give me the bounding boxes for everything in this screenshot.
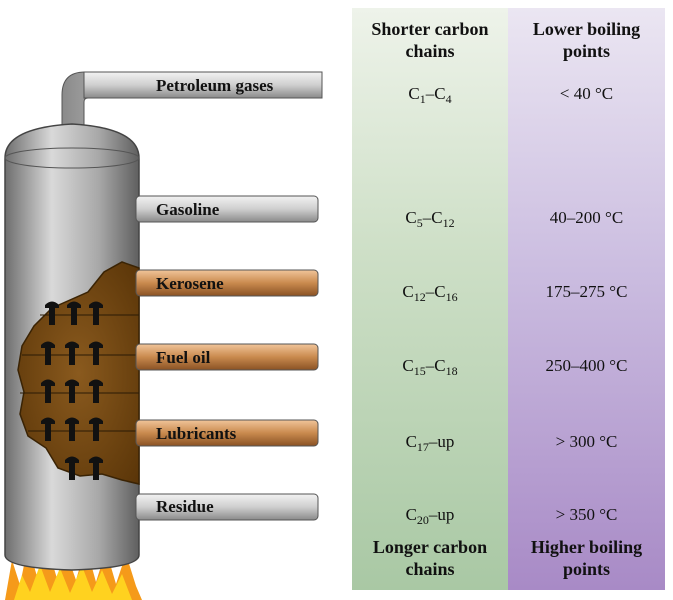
boiling-point-kerosene: 175–275 °C [545, 282, 628, 301]
boiling-header-line1: Lower boiling [532, 19, 641, 39]
fraction-label-residue: Residue [156, 497, 214, 516]
pipe-lubricants [135, 419, 319, 447]
bubble-cap-trays [41, 301, 103, 480]
boiling-point-column: Lower boiling points < 40 °C 40–200 °C 1… [508, 8, 665, 590]
boiling-column-header: Lower boiling points [508, 18, 665, 62]
carbon-header-line2: chains [405, 41, 455, 61]
carbon-column-header: Shorter carbon chains [352, 18, 508, 62]
tower-cutaway [17, 261, 140, 485]
carbon-header-line1: Shorter carbon [371, 19, 489, 39]
boiling-header-line2: points [562, 41, 611, 61]
boiling-footer-line2: points [562, 559, 611, 579]
carbon-range-lubricants: C17–up [405, 432, 455, 454]
pipe-fuel-oil [135, 343, 319, 371]
carbon-range-kerosene: C12–C16 [402, 282, 458, 304]
fraction-label-kerosene: Kerosene [156, 274, 224, 293]
top-vent-pipe [61, 71, 323, 129]
bubble-cap [41, 379, 55, 403]
bubble-cap [41, 341, 55, 365]
carbon-range-petroleum-gases: C1–C4 [408, 84, 452, 106]
bubble-cap [41, 417, 55, 441]
boiling-point-residue: > 350 °C [555, 505, 618, 524]
carbon-range-residue: C20–up [405, 505, 455, 527]
carbon-chain-column: Shorter carbon chains C1–C4 C5–C12 C12–C… [352, 8, 508, 590]
carbon-footer-line2: chains [405, 559, 455, 579]
fraction-label-petroleum-gases: Petroleum gases [156, 76, 274, 95]
bubble-cap [89, 379, 103, 403]
pipe-residue [135, 493, 319, 521]
fraction-label-gasoline: Gasoline [156, 200, 220, 219]
bubble-cap [89, 456, 103, 480]
carbon-column-footer: Longer carbon chains [352, 536, 508, 580]
bubble-cap [89, 301, 103, 325]
boiling-point-fuel-oil: 250–400 °C [545, 356, 628, 375]
carbon-range-fuel-oil: C15–C18 [402, 356, 458, 378]
bubble-cap [65, 341, 79, 365]
distillation-tower-illustration: Petroleum gases Gasoline Kerosene Fuel o… [4, 71, 323, 600]
bubble-cap [65, 417, 79, 441]
bubble-cap [89, 417, 103, 441]
bubble-cap [65, 379, 79, 403]
bubble-cap [67, 301, 81, 325]
fraction-label-fuel-oil: Fuel oil [156, 348, 211, 367]
bubble-cap [45, 301, 59, 325]
boiling-point-petroleum-gases: < 40 °C [559, 84, 614, 103]
boiling-point-gasoline: 40–200 °C [549, 208, 624, 227]
boiling-footer-line1: Higher boiling [530, 537, 643, 557]
carbon-range-gasoline: C5–C12 [405, 208, 455, 230]
bubble-cap [65, 456, 79, 480]
boiling-point-lubricants: > 300 °C [555, 432, 618, 451]
pipe-gasoline [135, 195, 319, 223]
fraction-labels: Petroleum gases Gasoline Kerosene Fuel o… [156, 76, 274, 516]
boiling-column-footer: Higher boiling points [508, 536, 665, 580]
pipe-kerosene [135, 269, 319, 297]
fraction-label-lubricants: Lubricants [156, 424, 237, 443]
fraction-pipes [135, 195, 319, 521]
bubble-cap [89, 341, 103, 365]
carbon-footer-line1: Longer carbon [372, 537, 488, 557]
